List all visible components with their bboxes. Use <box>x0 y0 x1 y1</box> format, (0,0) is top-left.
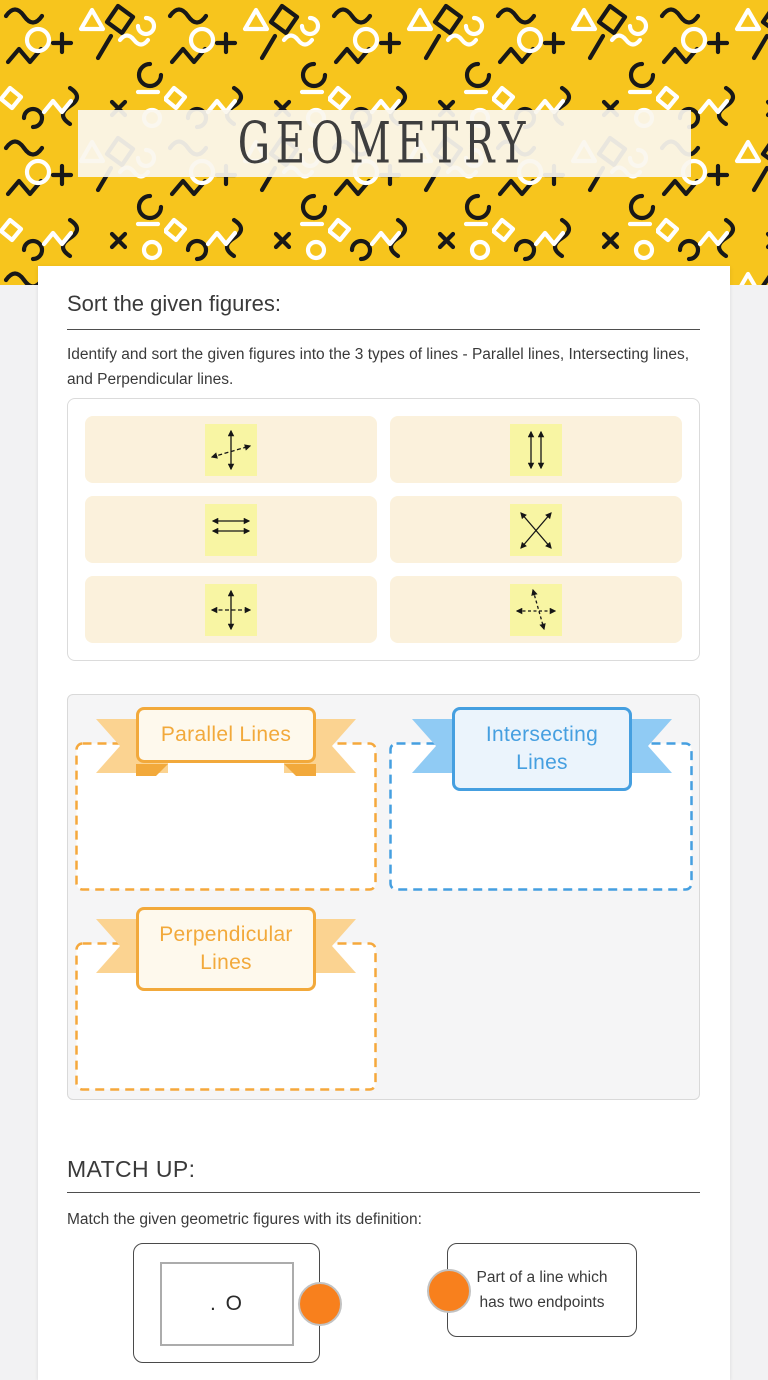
sort-section-divider <box>67 329 700 330</box>
zone-label-perpendicular: Perpendicular Lines <box>136 907 316 991</box>
match-connector-left-card[interactable] <box>298 1282 342 1326</box>
sorting-board: Parallel Lines Intersecting Lines <box>67 694 700 1100</box>
header-banner-area: GEOMETRY <box>0 0 768 285</box>
match-connector-right-card[interactable] <box>427 1269 471 1313</box>
figure-parallel-horizontal-icon <box>205 503 257 556</box>
figure-parallel-vertical-icon <box>510 423 562 476</box>
figure-perpendicular-cross-icon <box>205 583 257 636</box>
match-figure-card: . O <box>133 1243 342 1363</box>
ribbon-perpendicular-lines: Perpendicular Lines <box>96 907 356 991</box>
zone-label-intersecting: Intersecting Lines <box>452 707 632 791</box>
ribbon-intersecting-lines: Intersecting Lines <box>412 707 672 791</box>
figure-intersecting-steep-icon <box>510 583 562 636</box>
figure-card[interactable] <box>390 496 682 563</box>
figure-intersecting-tilted-icon <box>205 423 257 476</box>
worksheet-sheet: Sort the given figures: Identify and sor… <box>38 266 730 1380</box>
page-title: GEOMETRY <box>237 110 532 177</box>
figure-card[interactable] <box>85 576 377 643</box>
match-definition-card: Part of a line which has two endpoints <box>427 1243 637 1337</box>
zone-label-parallel: Parallel Lines <box>136 707 316 763</box>
title-banner: GEOMETRY <box>78 110 691 177</box>
figures-panel <box>67 398 700 661</box>
figure-card[interactable] <box>85 496 377 563</box>
sort-section-instructions: Identify and sort the given figures into… <box>67 346 690 388</box>
point-figure: . O <box>160 1262 294 1346</box>
sort-section-heading: Sort the given figures: <box>67 291 282 316</box>
definition-text: Part of a line which has two endpoints <box>476 1269 608 1311</box>
ribbon-parallel-lines: Parallel Lines <box>96 707 356 776</box>
figure-card[interactable] <box>390 416 682 483</box>
figure-card[interactable] <box>390 576 682 643</box>
match-section-instructions: Match the given geometric figures with i… <box>67 1211 422 1228</box>
figure-intersecting-x-icon <box>510 503 562 556</box>
match-section-divider <box>67 1192 700 1193</box>
figure-card[interactable] <box>85 416 377 483</box>
match-section-heading: MATCH UP: <box>67 1156 196 1182</box>
